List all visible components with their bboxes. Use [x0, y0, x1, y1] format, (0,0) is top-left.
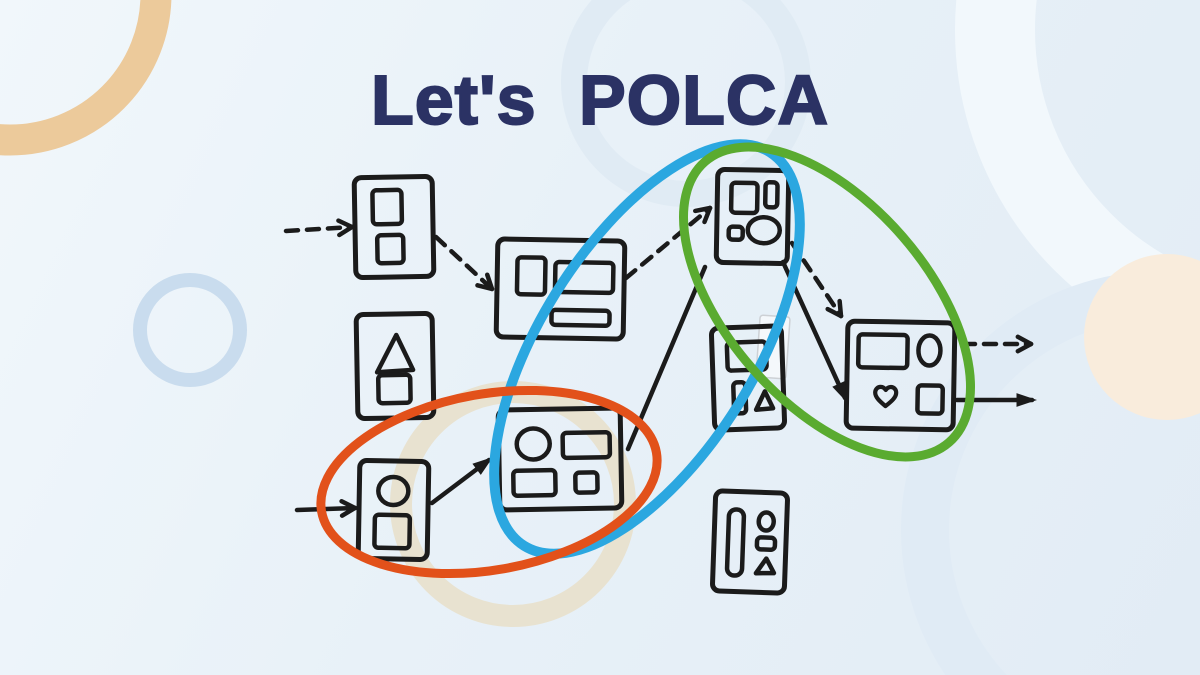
- ring-blue-left: [133, 273, 247, 387]
- workcell-7: [355, 458, 432, 562]
- sketch-rect: [549, 307, 612, 329]
- workcell-9: [710, 488, 790, 596]
- arrowhead-icon: [472, 457, 493, 475]
- sketch-ellipse: [756, 510, 776, 533]
- sketch-triangle: [753, 389, 776, 412]
- connector-line: [789, 240, 844, 319]
- polca-loop-orange: [316, 385, 662, 579]
- arrow-cell3-cell5-dashed: [789, 240, 844, 319]
- arrowhead-icon: [339, 505, 358, 518]
- page-title: Let's POLCA: [370, 60, 830, 140]
- workcell-5: [843, 318, 958, 433]
- arrowhead-icon: [337, 224, 355, 238]
- sketch-rect: [915, 383, 946, 416]
- sketch-rect: [728, 180, 760, 216]
- cell-outline: [493, 236, 628, 342]
- ring-tan-top-left: [0, 0, 172, 156]
- arrow-inbound-top: [283, 218, 355, 238]
- bg-arc-top-right: [955, 0, 1200, 357]
- connector-line: [433, 234, 495, 292]
- sketch-rect: [573, 470, 600, 495]
- sketch-rect: [855, 332, 910, 371]
- workcell-6: [353, 310, 437, 422]
- arrow-cell1-cell2: [433, 234, 495, 292]
- sketch-rect: [375, 372, 413, 406]
- cell-outline: [708, 323, 788, 433]
- sketch-rect: [726, 224, 745, 243]
- arrowhead-icon: [702, 205, 713, 225]
- circle-peach-right: [1084, 254, 1200, 420]
- workcell-2: [493, 236, 628, 342]
- sketch-rect: [374, 232, 406, 266]
- sketch-ellipse: [514, 426, 552, 462]
- workcell-3: [713, 167, 792, 266]
- sketch-triangle: [753, 556, 777, 576]
- connector-line: [283, 224, 355, 234]
- polca-loop-green: [679, 142, 975, 462]
- arrow-cell7-cell8: [429, 457, 493, 506]
- sketch-ellipse: [745, 214, 783, 246]
- arrowhead-icon: [1016, 393, 1037, 407]
- ring-tan-bottom: [390, 381, 636, 627]
- sketch-rect: [724, 507, 747, 578]
- cell-outline: [355, 458, 432, 562]
- sketch-rect: [552, 259, 616, 296]
- sketch-rect: [370, 187, 405, 227]
- connector-line: [623, 205, 713, 281]
- arrow-inbound-bottom: [294, 499, 358, 518]
- arrowhead-icon: [825, 306, 844, 319]
- sketch-ellipse: [916, 333, 943, 368]
- arrowhead-icon: [832, 381, 848, 403]
- cell-outline: [351, 173, 437, 281]
- sketch-rect: [372, 512, 413, 551]
- sketch-rect: [514, 255, 548, 297]
- polca-loop-blue: [489, 139, 805, 559]
- arrowhead-icon: [1015, 341, 1034, 354]
- cell-outline: [713, 167, 792, 266]
- sketch-rect: [511, 467, 558, 498]
- sketch-triangle: [374, 332, 416, 375]
- sketch-rect: [754, 535, 778, 552]
- connector-line: [294, 505, 358, 513]
- sketch-heart: [873, 384, 899, 409]
- sketch-rect: [560, 429, 613, 461]
- workcell-1: [351, 173, 437, 281]
- sketch-ellipse: [376, 474, 411, 508]
- cell-outline: [710, 488, 790, 596]
- cell-outline: [843, 318, 958, 433]
- arrow-outbound-dashed: [960, 334, 1034, 354]
- arrowhead-icon: [475, 283, 495, 292]
- sketch-rect: [762, 180, 780, 210]
- arrow-cell2-cell3: [623, 205, 713, 281]
